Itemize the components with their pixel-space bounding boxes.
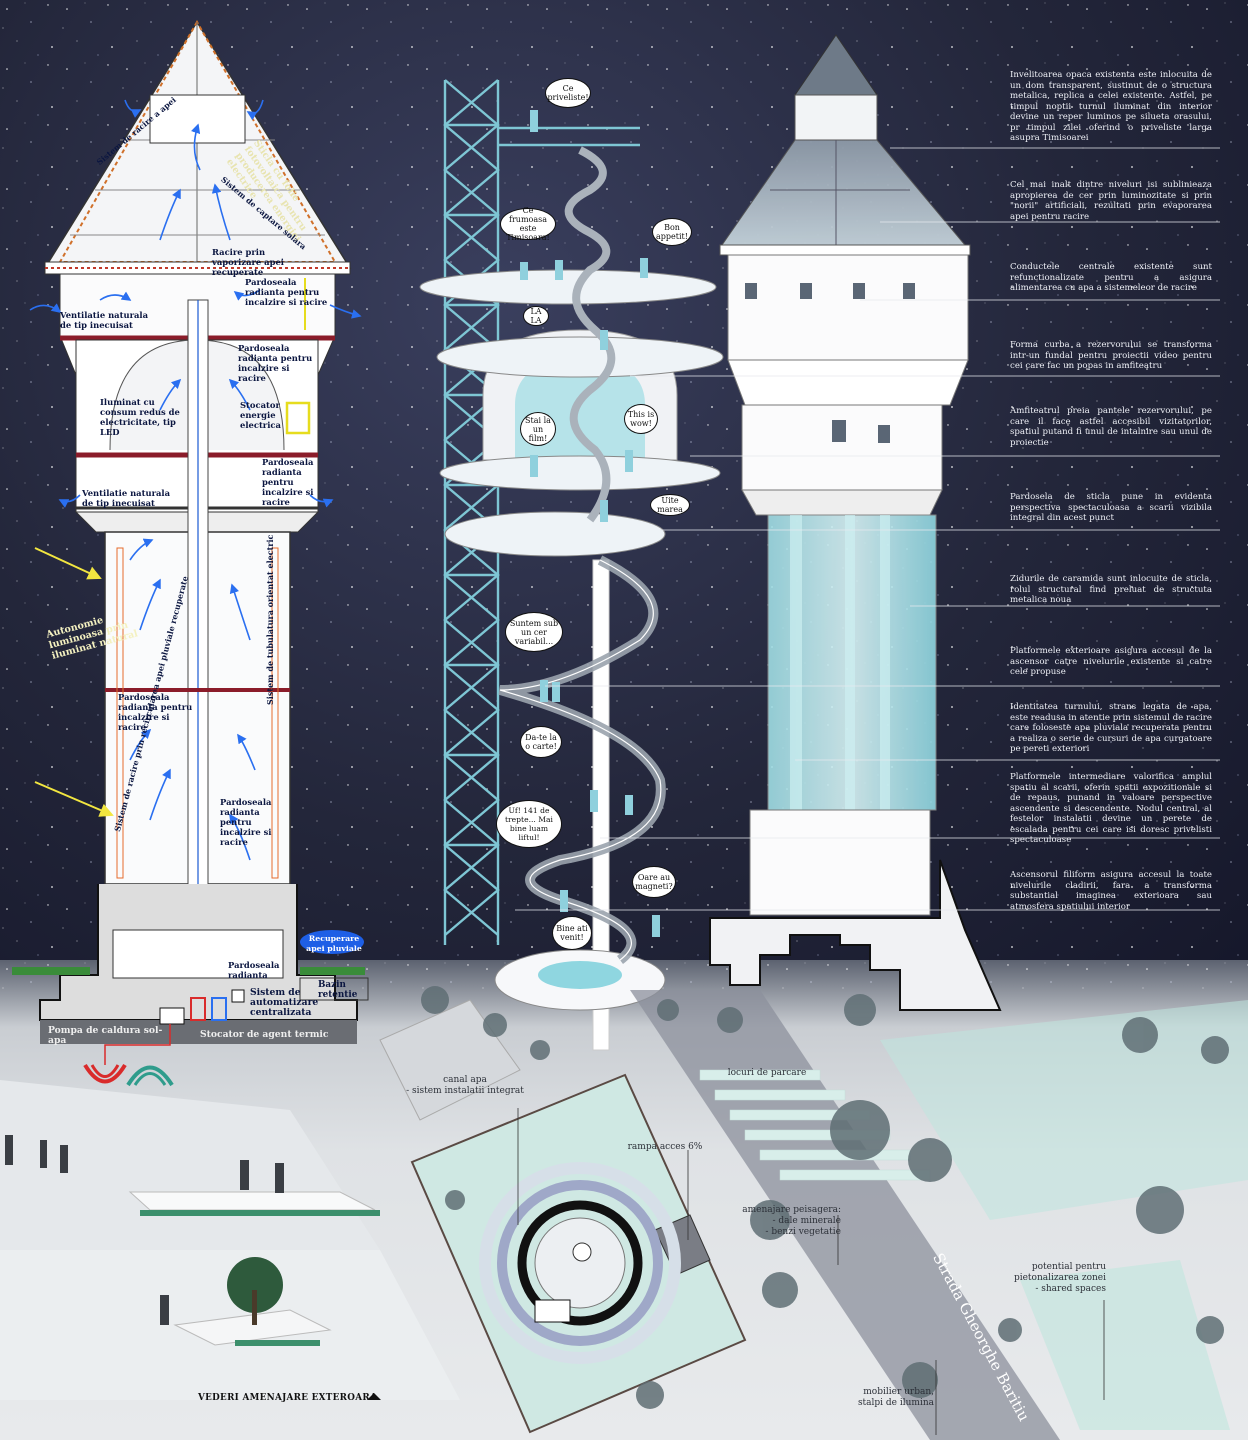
- note-intermediate: Platformele intermediare valorifica ampl…: [1010, 772, 1212, 845]
- label-mobilier: mobilier urban, stalpi de ilumina: [857, 1387, 934, 1408]
- bubble-bon-appetit: Bon appetit!: [652, 218, 692, 246]
- label-amenajare: amenajare peisagera: - dale minerale - b…: [742, 1205, 841, 1237]
- label-racire-evaporare: Racire prin vaporizare apei recuperate: [212, 247, 284, 277]
- label-pardoseala-mid: Pardoseala radianta pentru incalzire si …: [238, 343, 313, 383]
- label-sistem-tubulatura: Sistem de tubulatura orientat electric: [265, 534, 275, 705]
- platform-top: [419, 269, 717, 305]
- bubble-ce-priveliste: Ce priveliste!: [545, 78, 591, 108]
- note-brick-walls: Zidurile de caramida sunt inlocuite de s…: [1010, 574, 1212, 605]
- label-ventilatie-jos: Ventilatie naturala de tip inecuisat: [82, 488, 171, 508]
- label-stocator: Stocator energie electrica: [240, 400, 281, 430]
- steel-lattice: [443, 79, 640, 945]
- bubble-uf-141-trepte: Uf! 141 de trepte... Mai bine luam liftu…: [496, 800, 562, 848]
- site-trees: [421, 986, 1229, 1409]
- bubble-bine-ati-venit: Bine ati venit!: [552, 916, 592, 950]
- note-pipes: Conductele centrale existente sunt refun…: [1010, 262, 1212, 293]
- bubble-stai-la-un-film: Stai la un film!: [520, 412, 556, 446]
- bubble-la-la: LA LA: [523, 306, 549, 326]
- visitors: [520, 110, 660, 937]
- label-pardoseala-tub: Pardoseala radianta pentru incalzire si …: [118, 692, 193, 732]
- label-parcare: locuri de parcare: [727, 1068, 807, 1078]
- caption-vederi: VEDERI AMENAJARE EXTEROARA: [198, 1393, 378, 1403]
- label-canal-apa: canal apa - sistem instalatii integrat: [406, 1075, 524, 1096]
- label-pardoseala-tub2: Pardoseala radianta pentru incalzire si …: [220, 797, 272, 847]
- label-pardoseala-rez: Pardoseala radianta pentru incalzire si …: [262, 457, 314, 507]
- label-ventilatie-sus: Ventilatie naturala de tip inecuisat: [60, 310, 149, 330]
- bubble-suntem-sub-un-cer: Suntem sub un cer variabil...: [505, 612, 563, 652]
- label-pardoseala-sus: Pardoseala radianta pentru incalzire si …: [245, 277, 328, 307]
- label-rampa: rampa acces 6%: [627, 1142, 703, 1152]
- bubble-da-te-la-o-carte: Da-te la o carte!: [520, 726, 562, 758]
- label-bazin: Bazin retentie: [318, 980, 358, 1000]
- note-platforms: Platformele exterioare asigura accesul d…: [1010, 646, 1212, 677]
- section-tower: [12, 19, 369, 1087]
- label-stocator-agent: Stocator de agent termic: [200, 1029, 329, 1040]
- note-clouds: Cel mai inalt dintre niveluri isi sublin…: [1010, 180, 1212, 222]
- label-pietonalizare: potential pentru pietonalizarea zonei - …: [1013, 1262, 1106, 1294]
- exterior-tower: [709, 34, 1002, 1011]
- ground-loop-hot: [83, 1063, 127, 1084]
- bubble-ce-frumoasa: Ce frumoasa este Timisoara!: [500, 206, 556, 242]
- platform-amphi: [436, 336, 724, 378]
- note-elevator: Ascensorul filiform asigura accesul la t…: [1010, 870, 1212, 912]
- note-projection: Forma curba a rezervorului se transforma…: [1010, 340, 1212, 371]
- note-identity: Identitatea turnului, strans legata de a…: [1010, 702, 1212, 754]
- bubble-this-is-wow: This is wow!: [624, 404, 658, 434]
- platform-glass: [439, 455, 721, 491]
- label-pardoseala-baza: Pardoseala radianta: [228, 960, 280, 980]
- bubble-oare-au-magneti: Oare au magneti?: [632, 866, 676, 898]
- note-glass-floor: Pardosela de sticla pune in evidenta per…: [1010, 492, 1212, 523]
- label-automatizare: Sistem de automatizare centralizata: [250, 987, 319, 1018]
- exterior-views: [0, 1080, 460, 1400]
- label-recuperare: Recuperare apei pluviale: [306, 934, 362, 953]
- label-iluminat: Iluminat cu consum redus de electricitat…: [100, 397, 180, 437]
- note-leaders: [515, 147, 1220, 911]
- platform-mid: [444, 511, 666, 557]
- bubble-uite-marea: Uite marea: [650, 494, 690, 516]
- site-plan: [379, 986, 1248, 1440]
- label-pompa: Pompa de caldura sol-apa: [48, 1025, 163, 1046]
- ground-loop-cool: [126, 1065, 174, 1087]
- exploded-tower: [419, 79, 724, 1051]
- note-dome: Invelitoarea opaca existenta este inlocu…: [1010, 70, 1212, 143]
- section-lantern: [149, 94, 246, 144]
- note-amphitheatre: Amfiteatrul preia pantele rezervorului, …: [1010, 406, 1212, 448]
